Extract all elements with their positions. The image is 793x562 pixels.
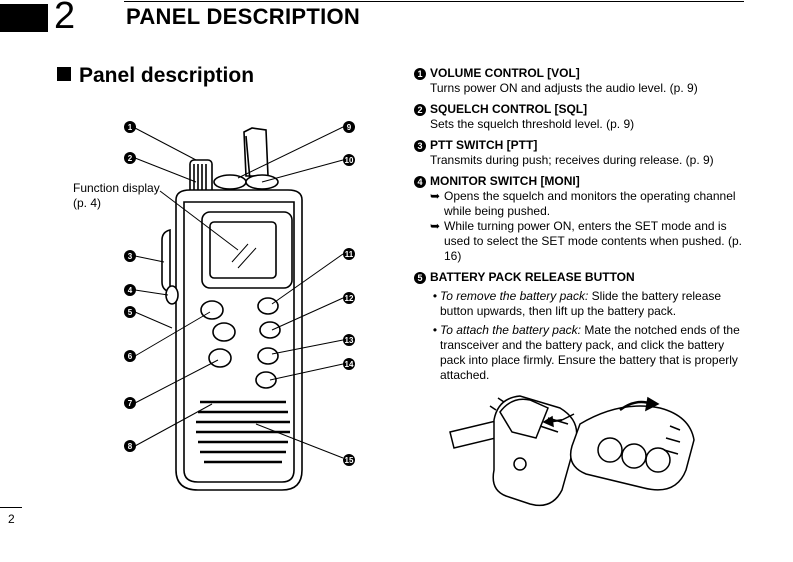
item-heading: 1 VOLUME CONTROL [VOL] (414, 66, 744, 81)
svg-text:3: 3 (128, 252, 133, 261)
list-item: 2 SQUELCH CONTROL [SQL] Sets the squelch … (414, 102, 744, 132)
item-heading: 2 SQUELCH CONTROL [SQL] (414, 102, 744, 117)
item-title: SQUELCH CONTROL [SQL] (430, 102, 588, 116)
svg-text:15: 15 (345, 456, 354, 465)
arrow-line: ➥Opens the squelch and monitors the oper… (430, 189, 744, 219)
description-list: 1 VOLUME CONTROL [VOL] Turns power ON and… (414, 66, 744, 389)
item-body: ➥Opens the squelch and monitors the oper… (430, 189, 744, 264)
section-title: Panel description (57, 64, 254, 88)
section-title-text: Panel description (79, 64, 255, 87)
item-heading: 5 BATTERY PACK RELEASE BUTTON (414, 270, 744, 285)
page-number: 2 (8, 512, 15, 526)
list-item: 1 VOLUME CONTROL [VOL] Turns power ON and… (414, 66, 744, 96)
item-line: While turning power ON, enters the SET m… (444, 219, 742, 263)
footer-rule (0, 507, 22, 508)
square-bullet-icon (57, 67, 71, 81)
svg-text:2: 2 (128, 154, 133, 163)
bullet-line: •To remove the battery pack: Slide the b… (430, 289, 744, 319)
item-number-badge: 3 (414, 139, 426, 152)
list-item: 4 MONITOR SWITCH [MONI] ➥Opens the squelc… (414, 174, 744, 264)
svg-text:5: 5 (128, 308, 133, 317)
item-heading: 3 PTT SWITCH [PTT] (414, 138, 744, 153)
item-title: PTT SWITCH [PTT] (430, 138, 538, 152)
item-text: Transmits during push; receives during r… (430, 153, 714, 167)
svg-text:1: 1 (128, 123, 133, 132)
arrow-right-icon: ➥ (430, 189, 441, 203)
item-line: Opens the squelch and monitors the opera… (444, 189, 736, 218)
bullet-text: To remove the battery pack: Slide the ba… (440, 289, 744, 319)
item-text: Sets the squelch threshold level. (p. 9) (430, 117, 635, 131)
bullet-text: To attach the battery pack: Mate the not… (440, 323, 744, 383)
item-heading: 4 MONITOR SWITCH [MONI] (414, 174, 744, 189)
svg-text:10: 10 (345, 156, 354, 165)
bullet-lead: To remove the battery pack: (440, 289, 589, 303)
chapter-title: PANEL DESCRIPTION (126, 4, 361, 29)
battery-pack-illustration (449, 395, 695, 507)
list-item: 3 PTT SWITCH [PTT] Transmits during push;… (414, 138, 744, 168)
item-title: MONITOR SWITCH [MONI] (430, 174, 580, 188)
svg-text:8: 8 (128, 442, 133, 451)
item-number-badge: 2 (414, 103, 426, 116)
svg-text:12: 12 (345, 294, 354, 303)
svg-text:6: 6 (128, 352, 133, 361)
bullet-dot-icon: • (432, 289, 438, 303)
item-number-badge: 1 (414, 67, 426, 80)
arrow-right-icon: ➥ (430, 219, 441, 233)
item-title: BATTERY PACK RELEASE BUTTON (430, 270, 635, 284)
svg-text:13: 13 (345, 336, 354, 345)
function-display-label-line1: Function display (73, 181, 160, 195)
svg-text:4: 4 (128, 286, 133, 295)
function-display-label-line2: (p. 4) (73, 196, 102, 210)
item-number-badge: 4 (414, 175, 426, 188)
item-number-badge: 5 (414, 271, 426, 284)
chapter-tab-block (0, 4, 48, 32)
svg-text:11: 11 (345, 250, 354, 259)
callout-markers: 1 2 3 4 5 6 7 8 9 10 11 12 13 14 15 (124, 121, 355, 466)
svg-text:9: 9 (347, 123, 352, 132)
chapter-number: 2 (54, 0, 76, 37)
header-rule (124, 1, 744, 2)
item-text: Turns power ON and adjusts the audio lev… (430, 81, 698, 95)
function-display-label: Function display (p. 4) (73, 181, 160, 211)
arrow-line: ➥While turning power ON, enters the SET … (430, 219, 744, 264)
item-title: VOLUME CONTROL [VOL] (430, 66, 580, 80)
bullet-body: Slide the battery release button upwards… (440, 289, 722, 318)
bullet-lead: To attach the battery pack: (440, 323, 581, 337)
svg-text:7: 7 (128, 399, 133, 408)
svg-text:14: 14 (345, 360, 354, 369)
bullet-line: •To attach the battery pack: Mate the no… (430, 323, 744, 383)
item-body: •To remove the battery pack: Slide the b… (430, 289, 744, 383)
bullet-body: Mate the notched ends of the transceiver… (440, 323, 740, 382)
bullet-dot-icon: • (432, 323, 438, 337)
